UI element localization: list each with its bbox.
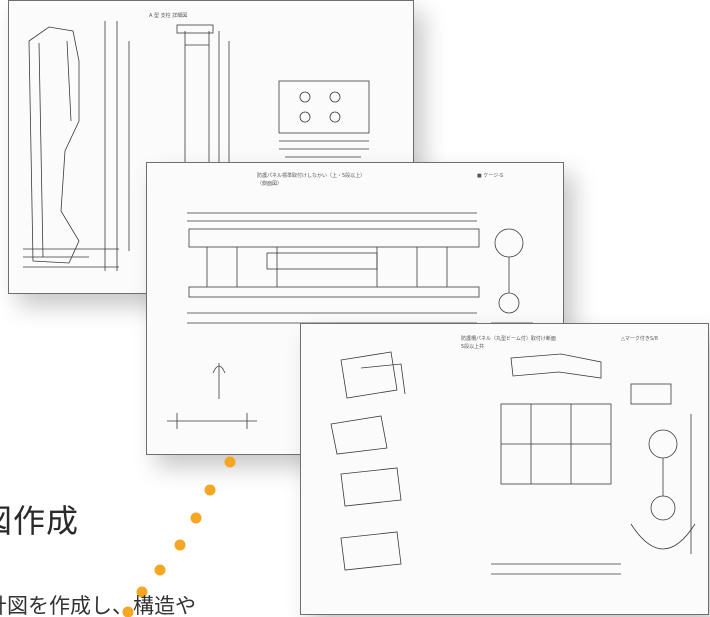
drawing-2-lines: 防護パネル標準取付けしなかい（上・5段以上） （側面図） ■ ケージ-S [167, 172, 533, 429]
decorative-dot [224, 456, 236, 468]
drawing-1-title: A 型 支柱 詳細図 [149, 12, 187, 19]
drawing-3-note: △マーク付きS/8 [621, 335, 658, 342]
drawing-2-note: ■ ケージ-S [477, 172, 503, 179]
drawing-2-title: 防護パネル標準取付けしなかい（上・5段以上） [257, 172, 365, 179]
body-text-line: 計図を作成し、構造や [0, 594, 196, 617]
decorative-dot [204, 484, 216, 496]
drawing-1-lines: A 型 支柱 詳細図 [23, 12, 370, 271]
section-heading-text: 図作成 [0, 502, 80, 540]
drawing-3-lines: 防護柵パネル（丸型ビーム付）取付け断面 5段以上共 △マーク付きS/8 [330, 335, 696, 575]
decorative-dot [190, 512, 202, 524]
decorative-dot [174, 539, 186, 551]
body-text: 計図を作成し、構造や [0, 590, 300, 617]
drawing-3-subtitle: 5段以上共 [461, 343, 484, 350]
section-heading: 図作成 [0, 496, 150, 542]
drawing-sheet-3: 防護柵パネル（丸型ビーム付）取付け断面 5段以上共 △マーク付きS/8 [300, 323, 709, 615]
drawing-3-title: 防護柵パネル（丸型ビーム付）取付け断面 [461, 335, 556, 342]
drawing-2-subtitle: （側面図） [257, 180, 282, 187]
decorative-dot [154, 564, 166, 576]
